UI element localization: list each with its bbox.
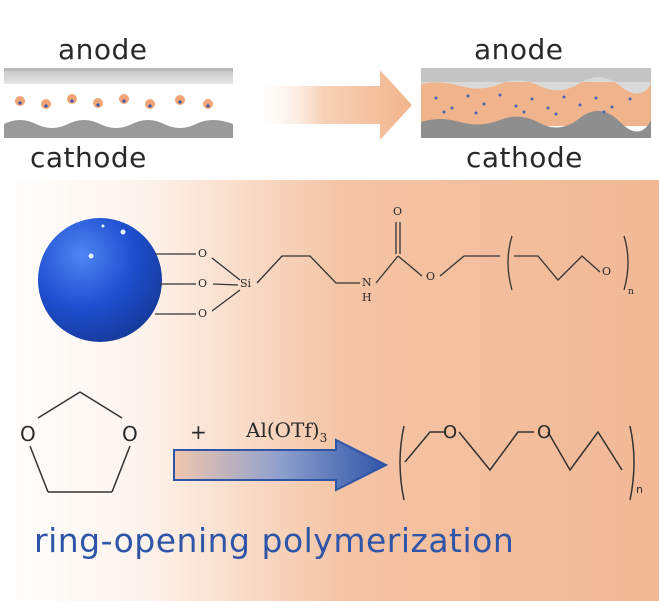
product-repeat-n: n xyxy=(636,483,643,496)
silane-bonds xyxy=(155,222,629,315)
polydioxolane-product xyxy=(399,425,635,501)
cathode-label-right: cathode xyxy=(466,141,583,174)
atom-n: N xyxy=(362,276,372,289)
catalyst-main: Al(OTf) xyxy=(246,418,320,442)
dioxolane-o1: O xyxy=(20,422,36,446)
silica-nanosphere xyxy=(38,218,162,342)
dioxolane-o2: O xyxy=(122,422,138,446)
atom-ester-o: O xyxy=(426,270,436,283)
catalyst-subscript: 3 xyxy=(319,431,328,445)
atom-si: Si xyxy=(240,277,252,290)
liquid-droplets xyxy=(15,94,213,109)
product-o2: O xyxy=(537,422,552,443)
catalyst-label: Al(OTf)3 xyxy=(246,420,327,444)
dioxolane-ring xyxy=(29,391,131,493)
product-o1: O xyxy=(443,422,458,443)
process-arrow xyxy=(250,70,412,140)
caption: ring-opening polymerization xyxy=(34,521,515,560)
cell-polymerized xyxy=(421,68,651,138)
cell-liquid xyxy=(4,68,233,138)
peg-repeat-n: n xyxy=(628,287,634,297)
atom-o1: O xyxy=(198,247,208,260)
atom-peg-o: O xyxy=(602,265,612,278)
atom-o3: O xyxy=(198,307,208,320)
anode-label-left: anode xyxy=(58,33,148,66)
atom-carbonyl-o: O xyxy=(393,205,403,218)
polymer-dots xyxy=(434,93,632,116)
plus-sign: + xyxy=(190,420,207,444)
reaction-arrow xyxy=(173,438,389,492)
atom-o2: O xyxy=(198,277,208,290)
cathode-label-left: cathode xyxy=(30,141,147,174)
anode-label-right: anode xyxy=(474,33,564,66)
atom-h: H xyxy=(362,291,372,304)
